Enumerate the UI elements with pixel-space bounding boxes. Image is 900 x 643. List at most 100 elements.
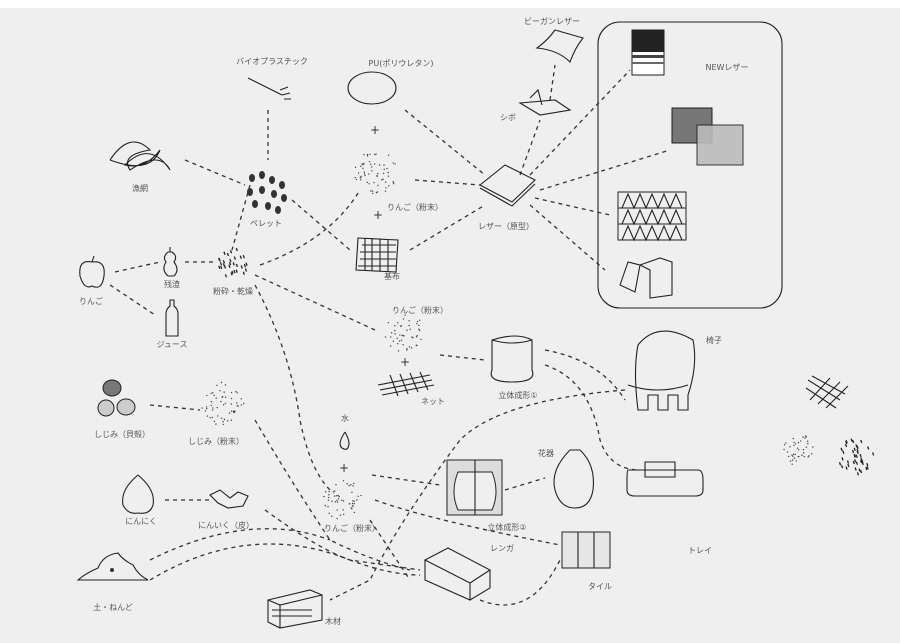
speckle — [333, 490, 336, 492]
connector — [404, 109, 486, 176]
speckle — [244, 268, 248, 272]
molding-2-icon — [446, 459, 503, 516]
chair-icon — [627, 330, 696, 411]
speckle — [803, 452, 805, 454]
speckle — [351, 502, 354, 505]
connector — [414, 179, 481, 186]
speckle — [209, 417, 211, 419]
speckle — [210, 404, 212, 407]
speckle — [841, 457, 844, 461]
speckle — [416, 322, 418, 325]
speckle — [845, 466, 848, 470]
new-leather-group-box — [597, 21, 783, 309]
speckle — [394, 324, 396, 327]
speckle — [213, 420, 216, 423]
speckle — [794, 443, 797, 445]
speckle — [810, 453, 813, 455]
speckle — [853, 447, 856, 452]
speckle — [223, 265, 227, 269]
speckle — [222, 404, 225, 406]
speckle — [353, 503, 355, 505]
speckle — [206, 415, 209, 417]
speckle — [420, 338, 422, 341]
speckle — [854, 467, 857, 471]
speckle — [233, 256, 237, 260]
speckle — [392, 340, 395, 342]
shibo-roller-icon — [518, 88, 572, 116]
speckle — [404, 314, 406, 317]
speckle — [370, 166, 373, 168]
connector — [231, 184, 251, 251]
label-juice: ジュース — [156, 340, 187, 349]
speckle — [336, 499, 338, 502]
speckle — [201, 407, 203, 409]
speckle — [229, 258, 232, 263]
speckle — [351, 491, 353, 494]
connector — [254, 284, 331, 491]
speckle — [206, 408, 208, 410]
speckle — [336, 501, 339, 503]
speckle — [368, 183, 370, 185]
speckle — [846, 460, 850, 464]
connector — [374, 499, 561, 546]
speckle — [410, 347, 413, 349]
speckle — [866, 466, 869, 470]
clam-shells-icon — [97, 379, 136, 417]
speckle — [396, 337, 398, 340]
speckle — [371, 190, 374, 192]
speckle — [211, 416, 213, 419]
speckle — [221, 395, 224, 398]
apple-icon — [79, 255, 105, 288]
apple-powder-icon-2 — [384, 314, 422, 352]
speckle — [335, 484, 337, 486]
speckle — [369, 153, 371, 155]
connector — [184, 159, 246, 186]
speckle — [797, 442, 800, 444]
speckle — [858, 468, 861, 472]
speckle — [230, 410, 233, 412]
juice-bottle-icon — [165, 299, 179, 337]
speckle — [852, 460, 855, 465]
folded-leather-icon — [619, 257, 673, 299]
speckle — [342, 509, 344, 511]
speckle — [353, 500, 355, 503]
speckle — [352, 485, 354, 487]
speckle — [236, 402, 238, 404]
speckle — [419, 319, 421, 321]
connector — [371, 474, 441, 486]
speckle — [224, 274, 228, 278]
speckle — [234, 410, 236, 413]
speckle — [235, 269, 238, 273]
speckle — [373, 163, 376, 165]
connector — [409, 204, 486, 251]
speckle — [840, 447, 843, 452]
speckle — [224, 396, 227, 399]
speckle — [399, 334, 401, 336]
speckle — [373, 181, 375, 184]
speckle — [785, 442, 787, 444]
speckle — [228, 412, 231, 414]
speckle — [406, 329, 408, 331]
connector — [259, 189, 361, 266]
speckle — [794, 453, 796, 456]
label-soil-clay: 土・ねんど — [93, 602, 133, 612]
speckle — [324, 505, 327, 507]
label-water: 水 — [341, 413, 349, 423]
speckle — [218, 265, 221, 270]
speckle — [235, 247, 238, 252]
speckle — [397, 350, 400, 352]
speckle — [400, 339, 403, 341]
speckle — [230, 403, 233, 405]
speckle — [360, 494, 362, 497]
potato-icon — [347, 71, 397, 105]
speckle — [354, 166, 357, 169]
speckle — [233, 269, 236, 274]
speckle — [362, 167, 364, 170]
speckle — [394, 333, 396, 335]
speckle — [243, 402, 245, 405]
speckle — [856, 445, 859, 449]
speckle — [377, 184, 379, 187]
speckle — [792, 453, 795, 455]
connector — [254, 274, 376, 331]
speckle — [385, 187, 387, 189]
